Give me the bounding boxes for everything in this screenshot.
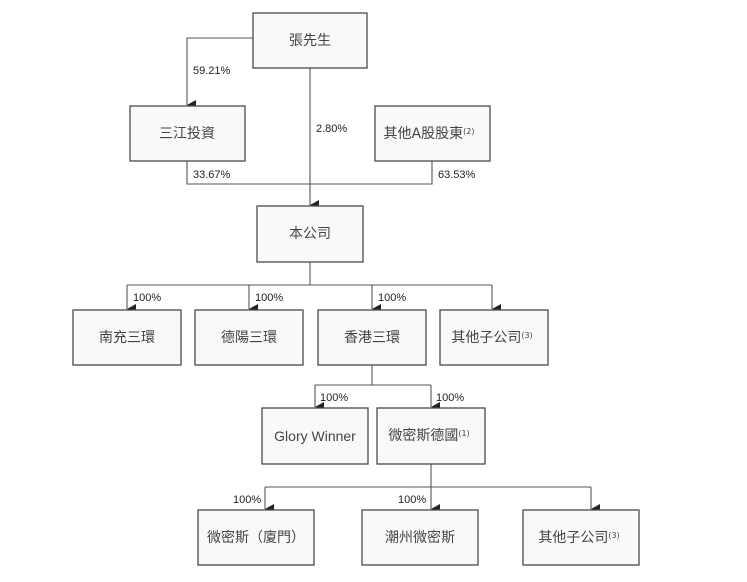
node-label: 潮州微密斯	[385, 529, 455, 546]
node-label: 南充三環	[99, 330, 155, 346]
node-label: 其他子公司	[538, 530, 608, 546]
footnote-ref: (1)	[458, 429, 469, 438]
node-label: 張先生	[289, 33, 331, 49]
pct-germany: 100%	[436, 392, 464, 404]
node-deyang: 德陽三環	[194, 309, 304, 366]
node-label: Glory Winner	[274, 428, 356, 444]
pct-deyang: 100%	[255, 292, 283, 304]
pct-zhang-sanjiang: 59.21%	[193, 65, 231, 77]
node-label: 德陽三環	[221, 330, 277, 346]
pct-zhang-company: 2.80%	[316, 123, 347, 135]
node-label: 本公司	[289, 226, 331, 242]
node-company: 本公司	[256, 205, 364, 263]
footnote-ref: (3)	[521, 331, 532, 340]
node-xiamen: 微密斯（廈門）	[197, 509, 315, 566]
node-other-subsidiaries-1: 其他子公司(3)	[439, 309, 549, 366]
svg-text:其他A股股東(2): 其他A股股東(2)	[384, 126, 475, 142]
pct-sanjiang-company: 33.67%	[193, 169, 231, 181]
node-germany: 微密斯德國(1)	[376, 407, 486, 465]
node-label: 其他A股股東	[384, 126, 464, 142]
node-hongkong: 香港三環	[317, 309, 427, 366]
node-label: 微密斯（廈門）	[207, 529, 305, 546]
node-glory-winner: Glory Winner	[261, 407, 369, 465]
node-chaozhou: 潮州微密斯	[361, 509, 479, 566]
node-nanchong: 南充三環	[72, 309, 182, 366]
pct-xiamen: 100%	[233, 494, 261, 506]
pct-glory: 100%	[320, 392, 348, 404]
node-other-a-shareholders: 其他A股股東(2)	[374, 105, 491, 162]
node-label: 其他子公司	[451, 330, 521, 346]
node-label: 香港三環	[344, 330, 400, 346]
node-label: 微密斯德國	[388, 427, 458, 444]
node-other-subsidiaries-2: 其他子公司(3)	[522, 509, 640, 566]
node-sanjiang-investment: 三江投資	[129, 105, 246, 162]
pct-nanchong: 100%	[133, 292, 161, 304]
node-mr-zhang: 張先生	[252, 12, 368, 69]
svg-text:微密斯德國(1): 微密斯德國(1)	[388, 427, 469, 444]
pct-hongkong: 100%	[378, 292, 406, 304]
footnote-ref: (3)	[608, 531, 619, 540]
footnote-ref: (2)	[463, 127, 474, 136]
pct-other-a-company: 63.53%	[438, 169, 476, 181]
svg-text:其他子公司(3): 其他子公司(3)	[538, 530, 619, 546]
percentage-labels: 59.21% 2.80% 33.67% 63.53% 100% 100% 100…	[133, 65, 476, 506]
pct-chaozhou: 100%	[398, 494, 426, 506]
svg-text:其他子公司(3): 其他子公司(3)	[451, 330, 532, 346]
connectors	[126, 37, 600, 514]
node-label: 三江投資	[159, 126, 215, 142]
